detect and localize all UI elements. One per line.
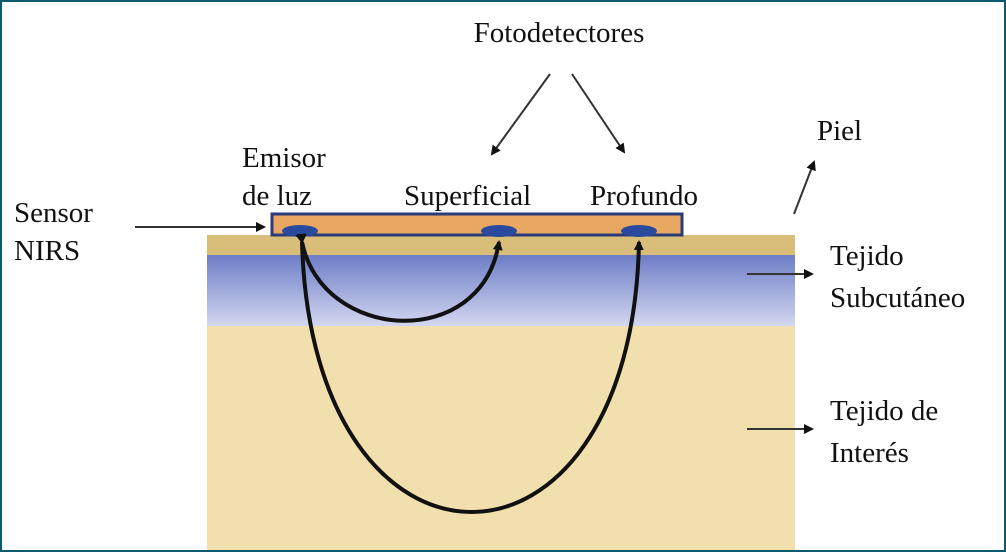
subcutaneous-layer <box>207 254 795 326</box>
label-subcutaneo-1: Tejido <box>830 240 904 272</box>
tissue-of-interest-layer <box>207 324 795 550</box>
deep-detector <box>621 225 657 237</box>
arrow-to-skin-label <box>793 160 816 215</box>
label-superficial: Superficial <box>404 180 531 212</box>
skin-layer <box>207 235 795 255</box>
label-profundo: Profundo <box>590 180 698 212</box>
label-emisor-2: de luz <box>242 180 312 212</box>
label-sensor-1: Sensor <box>14 197 93 229</box>
light-emitter <box>282 225 318 237</box>
arrow-to-deep <box>571 73 626 154</box>
superficial-light-path <box>295 233 503 323</box>
label-subcutaneo-2: Subcutáneo <box>830 282 965 314</box>
nirs-sensor <box>270 212 684 237</box>
arrow-to-superficial <box>490 73 551 156</box>
label-emisor-1: Emisor <box>242 142 326 174</box>
deep-light-path <box>296 233 644 514</box>
label-interes-2: Interés <box>830 437 909 469</box>
label-sensor-2: NIRS <box>14 235 80 267</box>
label-interes-1: Tejido de <box>830 395 938 427</box>
title-fotodetectores: Fotodetectores <box>474 17 645 49</box>
superficial-detector <box>481 225 517 237</box>
label-piel: Piel <box>817 115 862 147</box>
